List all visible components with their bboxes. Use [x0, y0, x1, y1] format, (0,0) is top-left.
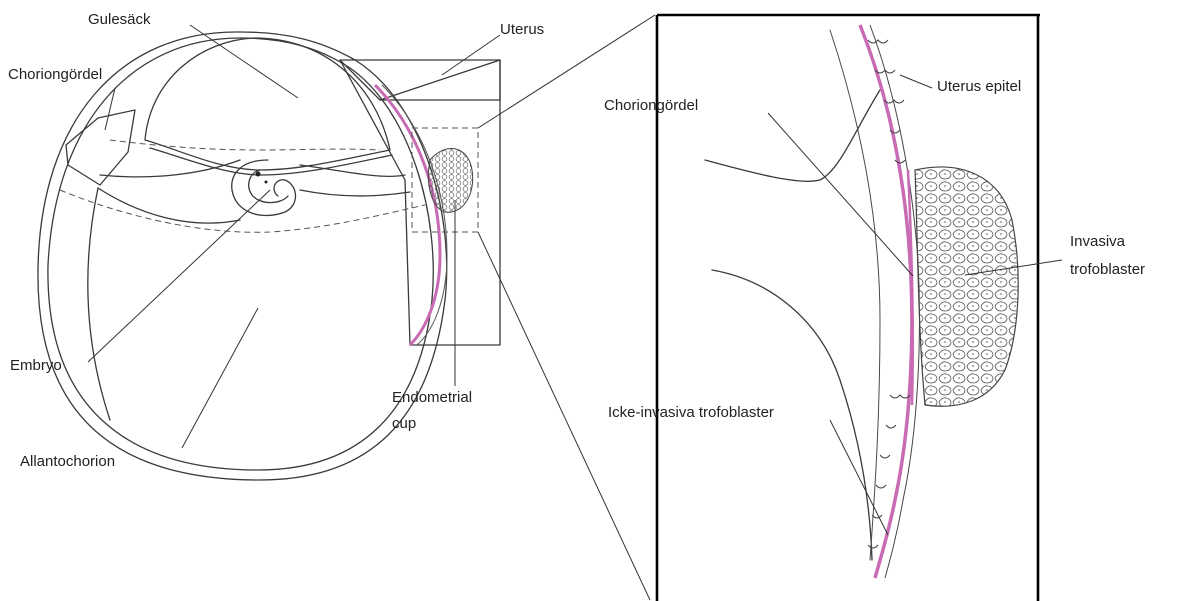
- label-endometrial-line2: cup: [392, 415, 416, 432]
- label-allantochorion: Allantochorion: [20, 453, 115, 470]
- endometrial-cup-magnified: [915, 167, 1018, 406]
- label-uterus-epitel: Uterus epitel: [937, 78, 1021, 95]
- label-invasiva-line1: Invasiva: [1070, 233, 1126, 250]
- label-icke-invasiva: Icke-invasiva trofoblaster: [608, 404, 774, 421]
- label-gulesack: Gulesäck: [88, 11, 151, 28]
- label-choriongordel-right: Choriongördel: [604, 97, 698, 114]
- label-choriongordel-left: Choriongördel: [8, 66, 102, 83]
- label-embryo: Embryo: [10, 357, 62, 374]
- chorion-line: [830, 30, 880, 560]
- leader-gulesack: [190, 25, 298, 98]
- label-uterus: Uterus: [500, 21, 544, 38]
- membrane-curve-upper: [705, 90, 880, 181]
- uterus-block: [340, 60, 500, 345]
- yolk-sac: [145, 38, 392, 175]
- leader-uterus-epitel: [900, 75, 932, 88]
- endometrial-cup-left: [428, 149, 472, 213]
- leader-choriongordel-right: [768, 113, 913, 276]
- allantochorion-sphere: [38, 32, 447, 480]
- chorionic-girdle-left: [66, 110, 135, 185]
- leader-icke-invasiva: [830, 420, 888, 535]
- label-invasiva-line2: trofoblaster: [1070, 261, 1145, 278]
- dashed-boundary: [60, 190, 425, 232]
- leader-allantochorion: [182, 308, 258, 448]
- amnion-folds: [88, 160, 410, 420]
- label-endometrial-line1: Endometrial: [392, 389, 472, 406]
